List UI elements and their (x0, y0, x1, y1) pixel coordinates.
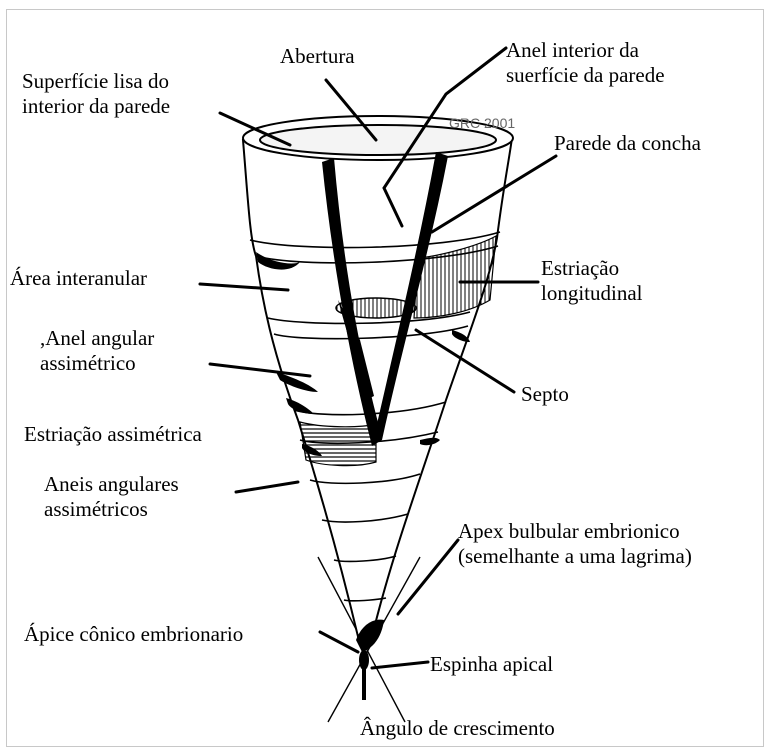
label-anel-angular: ,Anel angular assimétrico (40, 326, 154, 376)
label-estriacao-longitudinal: Estriação longitudinal (541, 256, 643, 306)
label-abertura: Abertura (280, 44, 355, 69)
label-apice-conico: Ápice cônico embrionario (24, 622, 243, 647)
label-anel-interior: Anel interior da suerfície da parede (506, 38, 665, 88)
copyright-mark: GRC 2001 (449, 115, 515, 131)
label-septo: Septo (521, 382, 569, 407)
asymmetric-striation (300, 422, 376, 466)
label-area-interanular: Área interanular (10, 266, 147, 291)
label-espinha-apical: Espinha apical (430, 652, 553, 677)
label-parede-concha: Parede da concha (554, 131, 701, 156)
label-estriacao-assimetrica: Estriação assimétrica (24, 422, 202, 447)
label-superficie-lisa: Superfície lisa do interior da parede (22, 69, 170, 119)
label-angulo-crescimento: Ângulo de crescimento (360, 716, 555, 741)
label-aneis-angulares: Aneis angulares assimétricos (44, 472, 179, 522)
embryonic-apex (356, 620, 384, 700)
label-apex-bulbular: Apex bulbular embrionico (semelhante a u… (458, 519, 692, 569)
